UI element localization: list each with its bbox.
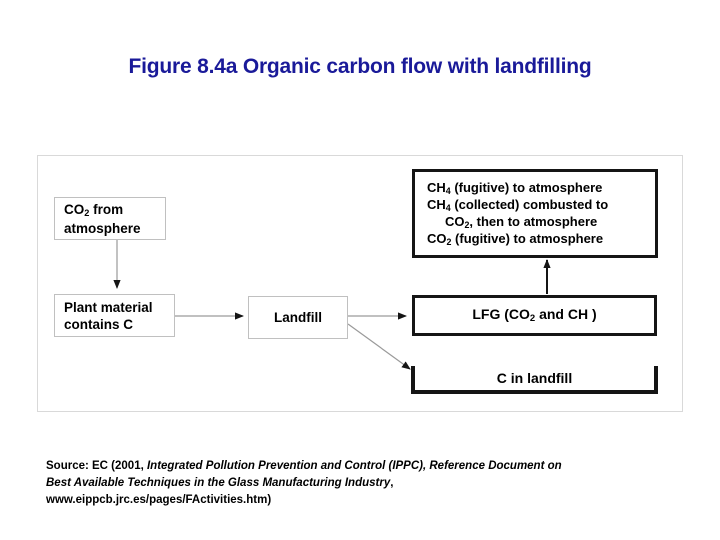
emissions-line-4: CO2 (fugitive) to atmosphere — [427, 230, 604, 247]
source-line-3: www.eippcb.jrc.es/pages/FActivities.htm) — [46, 494, 272, 506]
node-landfill: Landfill — [248, 296, 348, 339]
c-in-landfill-label: C in landfill — [496, 370, 573, 386]
subscript-4: 4 — [445, 202, 451, 213]
page-title: Figure 8.4a Organic carbon flow with lan… — [128, 55, 592, 78]
co2-line1: CO2 from — [64, 201, 124, 218]
subscript-2: 2 — [446, 236, 452, 247]
subscript-4: 4 — [445, 185, 451, 196]
plant-line2: contains C — [64, 316, 134, 332]
source-citation: Source: EC (2001, Integrated Pollution P… — [46, 458, 696, 509]
subscript-2: 2 — [529, 313, 536, 325]
source-line-1: Source: EC (2001, Integrated Pollution P… — [46, 460, 562, 472]
lfg-label: LFG (CO2 and CH ) — [472, 306, 597, 325]
node-plant-material: Plant material contains C — [54, 294, 175, 337]
emissions-line-3: CO2, then to atmosphere — [445, 213, 598, 230]
subscript-2: 2 — [84, 207, 90, 218]
plant-line1: Plant material — [64, 299, 153, 315]
node-emissions: CH4 (fugitive) to atmosphere CH4 (collec… — [412, 169, 658, 258]
landfill-label: Landfill — [274, 310, 322, 325]
node-lfg: LFG (CO2 and CH ) — [412, 295, 657, 336]
source-line-2: Best Available Techniques in the Glass M… — [46, 477, 394, 489]
arrow-landfill-to-c-in-landfill — [347, 323, 411, 370]
co2-line2: atmosphere — [64, 220, 141, 236]
node-co2-from-atmosphere: CO2 from atmosphere — [54, 197, 166, 240]
emissions-line-1: CH4 (fugitive) to atmosphere — [427, 179, 603, 196]
emissions-line-2: CH4 (collected) combusted to — [427, 196, 609, 213]
subscript-2: 2 — [464, 219, 470, 230]
diagram-panel: CO2 from atmosphere Plant material conta… — [37, 155, 683, 412]
node-c-in-landfill: C in landfill — [411, 366, 658, 394]
